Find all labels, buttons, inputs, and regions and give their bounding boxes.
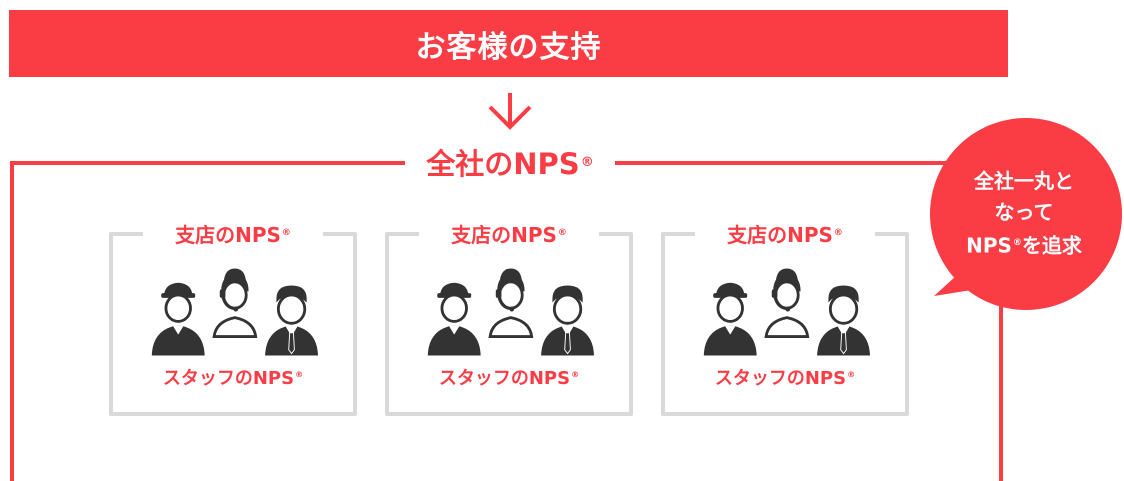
down-arrow-icon — [488, 93, 532, 130]
banner-title: お客様の支持 — [415, 29, 602, 65]
company-nps-label: 全社のNPS — [426, 147, 580, 181]
registered-mark: ® — [847, 369, 856, 379]
staff-nps-label: スタッフのNPS® — [113, 364, 353, 390]
registered-mark: ® — [281, 228, 291, 238]
branch-nps-label: 支店のNPS — [175, 222, 281, 247]
bubble-line-1: 全社一丸と — [974, 169, 1074, 194]
bubble-line-3-prefix: NPS — [966, 233, 1012, 258]
branch-nps-label: 支店のNPS — [727, 222, 833, 247]
staff-nps-text: スタッフのNPS — [162, 368, 295, 389]
staff-nps-text: スタッフのNPS — [438, 368, 571, 389]
branch-nps-title: 支店のNPS® — [695, 216, 875, 250]
bubble-line-2: なって — [994, 200, 1054, 225]
registered-mark: ® — [295, 369, 304, 379]
registered-mark: ® — [557, 228, 567, 238]
staff-icons — [700, 266, 870, 358]
staff-nps-text: スタッフのNPS — [714, 368, 847, 389]
branch-nps-label: 支店のNPS — [451, 222, 557, 247]
registered-mark: ® — [580, 154, 594, 170]
branch-box: 支店のNPS® スタッフのNPS® — [661, 216, 909, 416]
staff-nps-label: スタッフのNPS® — [665, 364, 905, 390]
branch-box: 支店のNPS® スタッフのNPS® — [109, 216, 357, 416]
registered-mark: ® — [571, 369, 580, 379]
branch-box: 支店のNPS® スタッフのNPS® — [385, 216, 633, 416]
bubble-line-3: NPS®を追求 — [966, 228, 1082, 262]
staff-icons — [148, 266, 318, 358]
staff-nps-label: スタッフのNPS® — [389, 364, 629, 390]
registered-mark: ® — [833, 228, 843, 238]
registered-mark: ® — [1012, 238, 1022, 249]
branch-nps-title: 支店のNPS® — [419, 216, 599, 250]
bubble-line-3-suffix: を追求 — [1021, 233, 1082, 258]
speech-bubble-shape — [930, 118, 1122, 310]
staff-icons — [424, 266, 594, 358]
company-nps-title: 全社のNPS® — [405, 140, 615, 184]
speech-bubble-text: 全社一丸と なって NPS®を追求 — [926, 116, 1122, 312]
customer-support-banner: お客様の支持 — [9, 10, 1008, 77]
branch-nps-title: 支店のNPS® — [143, 216, 323, 250]
